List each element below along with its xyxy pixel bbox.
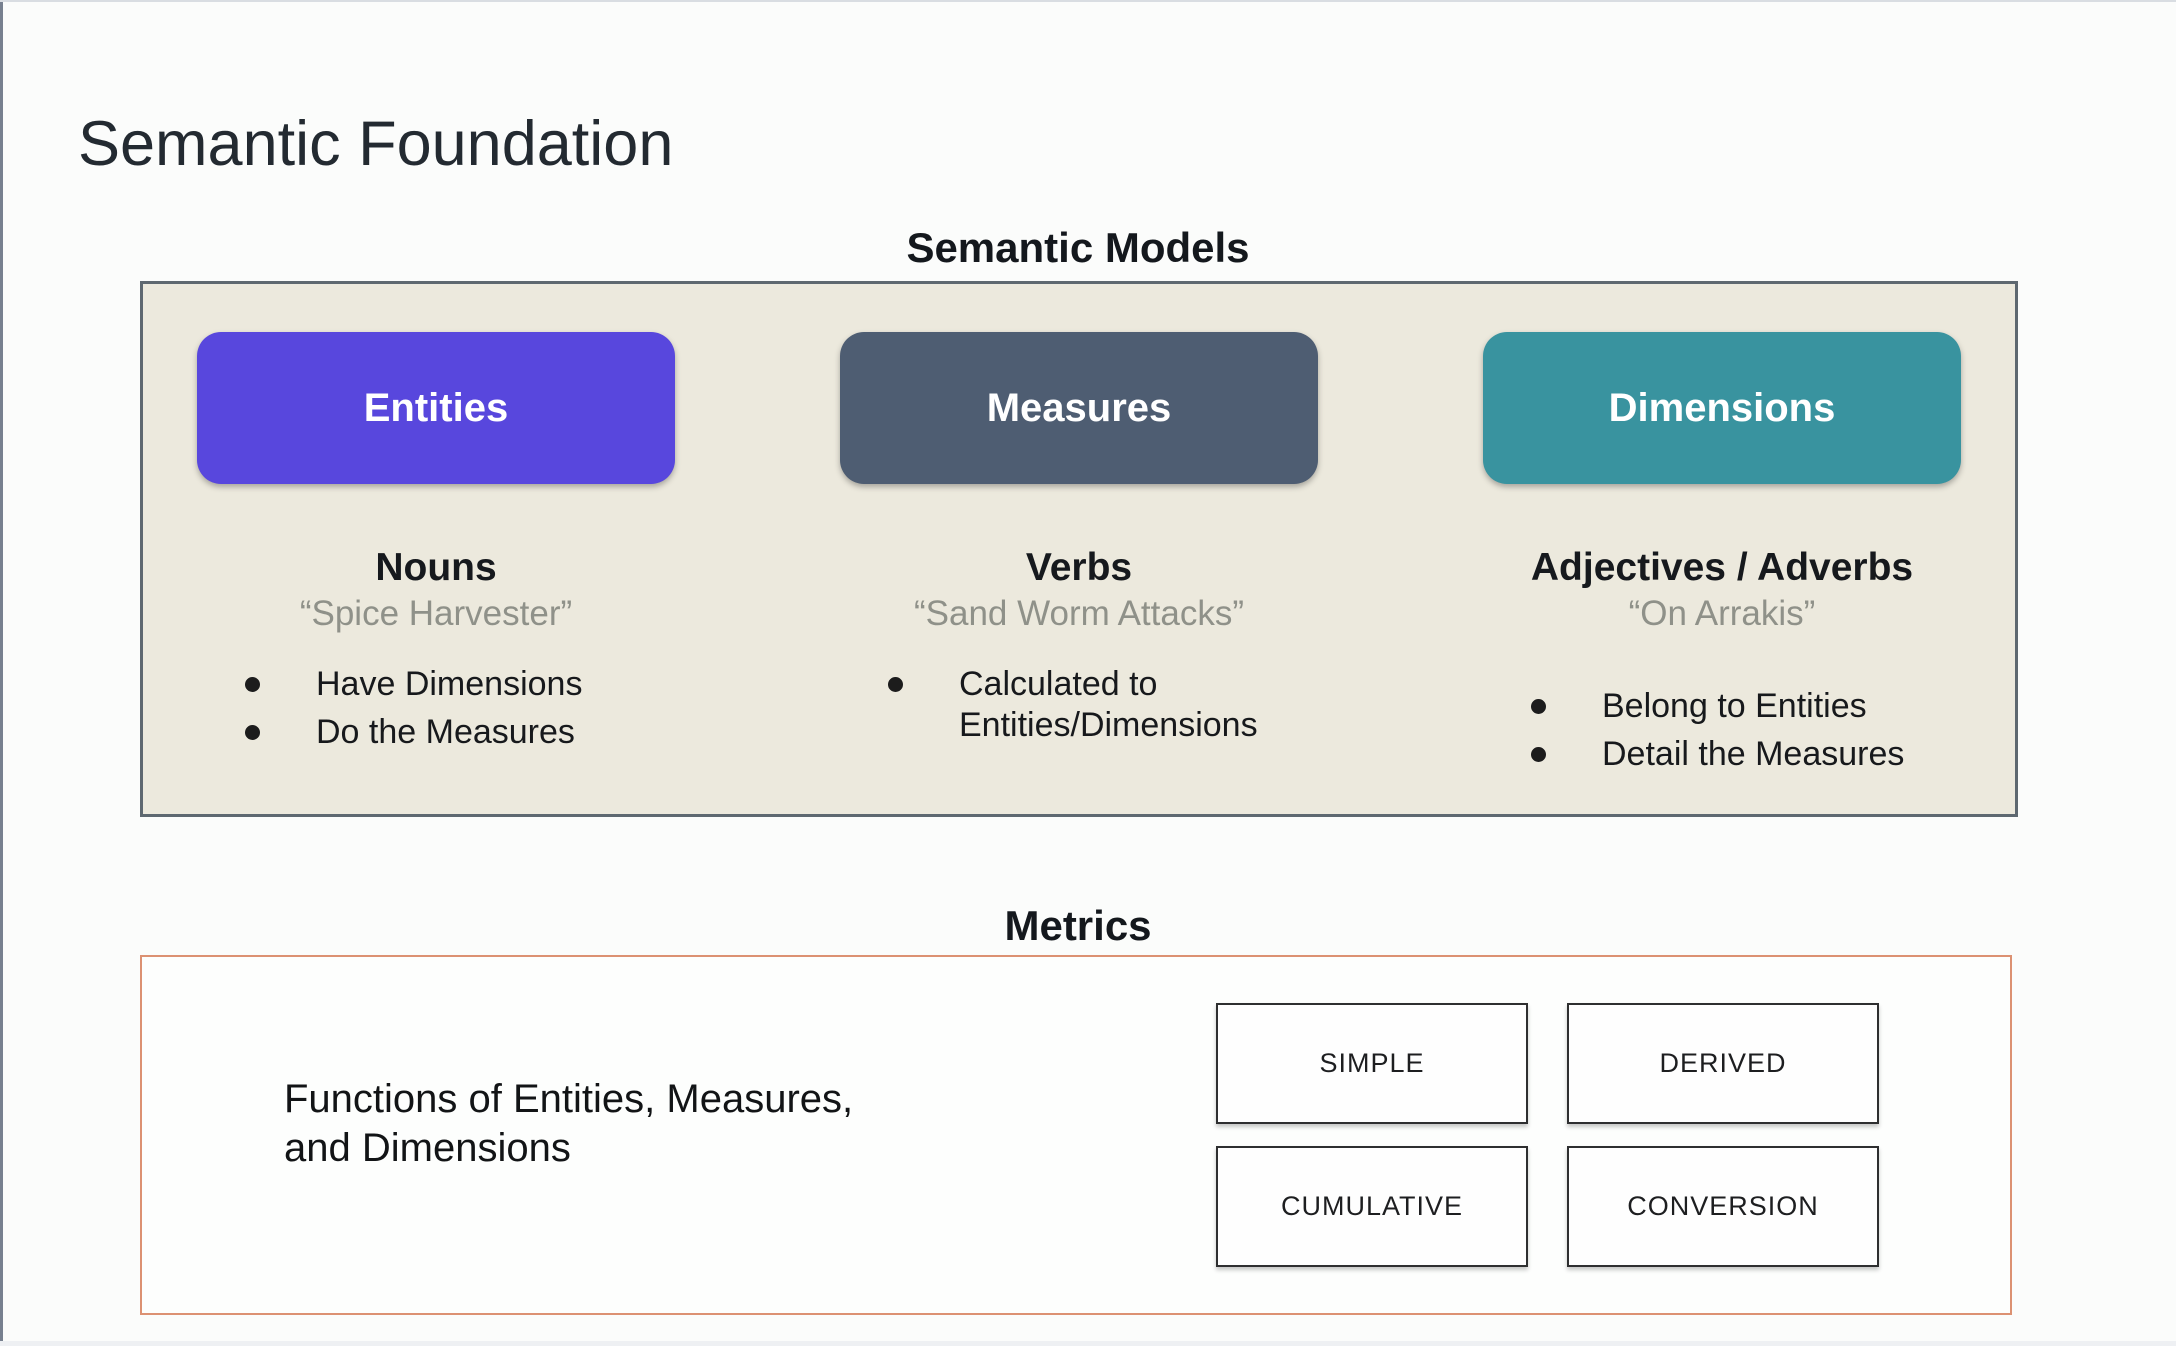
metric-type-conversion: CONVERSION (1567, 1146, 1879, 1267)
metric-type-simple: SIMPLE (1216, 1003, 1528, 1124)
dimensions-bullet-list: Belong to Entities Detail the Measures (1483, 686, 1904, 782)
dimensions-example-quote: “On Arrakis” (1628, 594, 1816, 633)
dimensions-role-heading: Adjectives / Adverbs (1530, 546, 1914, 589)
metrics-description: Functions of Entities, Measures, and Dim… (284, 1075, 853, 1173)
measures-role-heading: Verbs (1025, 546, 1133, 589)
metric-type-derived: DERIVED (1567, 1003, 1879, 1124)
slide-title: Semantic Foundation (78, 109, 674, 180)
metrics-description-line2: and Dimensions (284, 1125, 571, 1170)
bullet-item: Belong to Entities (1531, 686, 1904, 727)
bullet-dot-icon (1531, 699, 1546, 714)
bullet-item: Detail the Measures (1531, 734, 1904, 775)
entities-column: Entities Nouns “Spice Harvester” Have Di… (197, 332, 675, 814)
dimensions-pill: Dimensions (1483, 332, 1961, 484)
entities-example-quote: “Spice Harvester” (299, 594, 573, 633)
metrics-description-line1: Functions of Entities, Measures, (284, 1077, 854, 1121)
measures-column: Measures Verbs “Sand Worm Attacks” Calcu… (840, 332, 1318, 814)
entities-pill: Entities (197, 332, 675, 484)
bullet-label: Have Dimensions (316, 665, 583, 703)
metrics-heading: Metrics (1004, 902, 1152, 949)
bullet-label: Do the Measures (316, 712, 575, 751)
bullet-dot-icon (245, 724, 260, 740)
window-border-bottom (0, 1341, 2176, 1346)
measures-bullet-list: Calculated to Entities/Dimensions (840, 664, 1289, 753)
entities-bullet-list: Have Dimensions Do the Measures (197, 664, 582, 760)
bullet-label: Calculated to Entities/Dimensions (959, 665, 1258, 744)
measures-example-quote: “Sand Worm Attacks” (913, 594, 1244, 633)
entities-role-heading: Nouns (375, 546, 497, 589)
measures-pill: Measures (840, 332, 1318, 484)
bullet-label: Detail the Measures (1602, 734, 1905, 773)
metric-type-cumulative: CUMULATIVE (1216, 1146, 1528, 1267)
semantic-models-panel: Entities Nouns “Spice Harvester” Have Di… (140, 281, 2018, 817)
dimensions-column: Dimensions Adjectives / Adverbs “On Arra… (1483, 332, 1961, 814)
bullet-dot-icon (1531, 746, 1546, 762)
metrics-panel: Functions of Entities, Measures, and Dim… (140, 955, 2012, 1315)
bullet-dot-icon (245, 677, 260, 692)
window-border-top (0, 0, 2176, 2)
window-border-left (0, 0, 3, 1346)
bullet-item: Do the Measures (245, 712, 582, 753)
metric-types-grid: SIMPLE DERIVED CUMULATIVE CONVERSION (1216, 1003, 1879, 1267)
bullet-label: Belong to Entities (1602, 687, 1867, 725)
bullet-item: Calculated to Entities/Dimensions (888, 664, 1289, 746)
bullet-item: Have Dimensions (245, 664, 582, 705)
semantic-models-heading: Semantic Models (906, 224, 1250, 271)
bullet-dot-icon (888, 677, 903, 692)
